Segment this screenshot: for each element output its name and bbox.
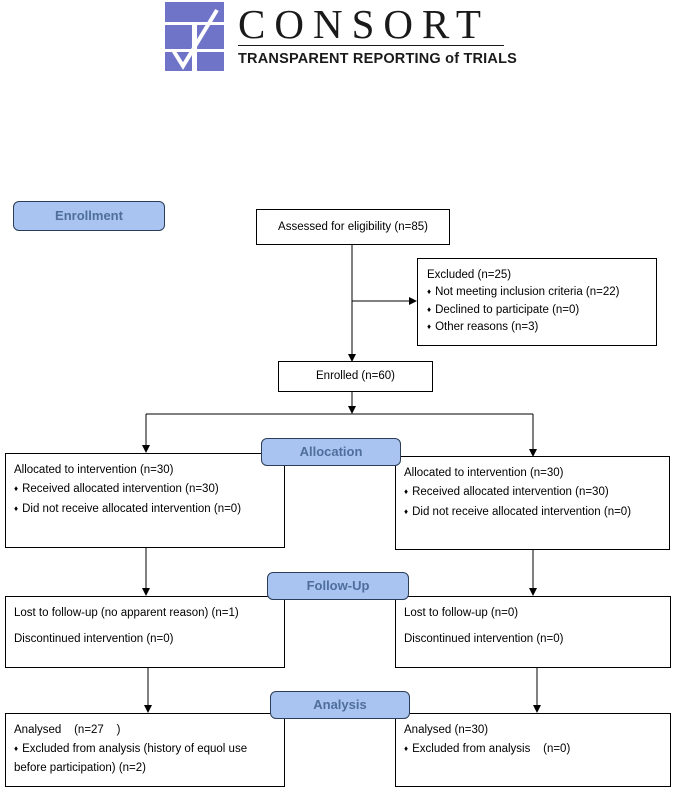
excluded-box: Excluded (n=25) Not meeting inclusion cr… <box>417 258 657 346</box>
consort-logo-rule <box>238 45 504 46</box>
assessed-box: Assessed for eligibility (n=85) <box>256 209 450 245</box>
stage-analysis: Analysis <box>270 691 410 719</box>
left-allocation-item: Received allocated intervention (n=30) <box>14 482 284 496</box>
right-allocation-item: Received allocated intervention (n=30) <box>404 485 669 499</box>
right-allocation-box: Allocated to intervention (n=30) Receive… <box>395 456 670 550</box>
left-allocation-box: Allocated to intervention (n=30) Receive… <box>5 453 285 548</box>
right-allocation-title: Allocated to intervention (n=30) <box>404 467 564 479</box>
stage-allocation: Allocation <box>261 438 401 466</box>
right-follow-up-discontinued: Discontinued intervention (n=0) <box>404 633 564 646</box>
right-follow-up-lost: Lost to follow-up (n=0) <box>404 607 519 619</box>
consort-logo-subtitle: TRANSPARENT REPORTING of TRIALS <box>238 51 518 67</box>
left-follow-up-box: Lost to follow-up (no apparent reason) (… <box>5 596 285 668</box>
assessed-text: Assessed for eligibility (n=85) <box>278 221 428 233</box>
stage-follow-up: Follow-Up <box>267 572 409 600</box>
consort-logo-title: CONSORT <box>238 1 490 47</box>
right-allocation-item: Did not receive allocated intervention (… <box>404 505 669 519</box>
left-analysis-box: Analysed (n=27 ) Excluded from analysis … <box>5 713 285 787</box>
left-follow-up-lost: Lost to follow-up (no apparent reason) (… <box>14 607 239 619</box>
left-analysis-excluded: Excluded from analysis (history of equol… <box>14 742 284 756</box>
consort-checkmark-icon <box>165 2 224 71</box>
consort-logo: CONSORT TRANSPARENT REPORTING of TRIALS <box>165 1 517 72</box>
left-follow-up-discontinued: Discontinued intervention (n=0) <box>14 633 174 646</box>
excluded-item: Declined to participate (n=0) <box>427 303 656 317</box>
left-allocation-title: Allocated to intervention (n=30) <box>14 464 174 476</box>
left-analysis-title: Analysed (n=27 ) <box>14 724 121 736</box>
enrolled-box: Enrolled (n=60) <box>278 361 433 392</box>
left-analysis-excluded-cont: before participation) (n=2) <box>14 761 147 774</box>
excluded-item: Not meeting inclusion criteria (n=22) <box>427 285 656 299</box>
right-analysis-title: Analysed (n=30) <box>404 724 489 736</box>
excluded-item: Other reasons (n=3) <box>427 320 656 334</box>
right-analysis-box: Analysed (n=30) Excluded from analysis (… <box>395 713 671 787</box>
right-analysis-excluded: Excluded from analysis (n=0) <box>404 742 670 756</box>
left-allocation-item: Did not receive allocated intervention (… <box>14 502 284 516</box>
right-follow-up-box: Lost to follow-up (n=0) Discontinued int… <box>395 596 671 668</box>
excluded-title: Excluded (n=25) <box>427 269 512 281</box>
enrolled-text: Enrolled (n=60) <box>316 370 395 382</box>
stage-enrollment: Enrollment <box>13 201 165 231</box>
